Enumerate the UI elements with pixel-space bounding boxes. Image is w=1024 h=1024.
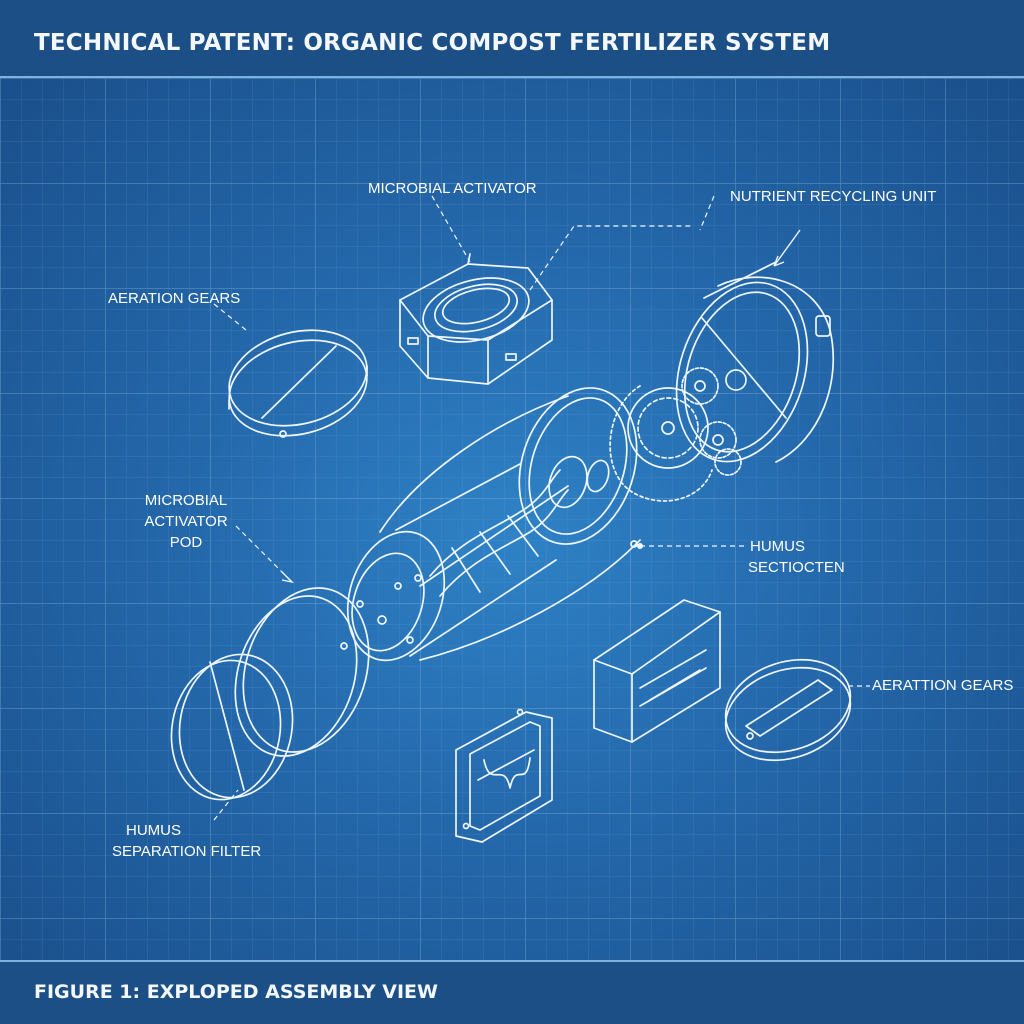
label-aeration-gears-right: AERATTION GEARS [872,677,1014,694]
arrow-nutrient-recycling [773,229,801,267]
leader-activator-to-unit [529,225,694,291]
label-humus-separation-filter: HUMUS SEPARATION FILTER [112,820,261,862]
leader-lines [213,195,870,821]
leader-arrowheads [281,229,801,584]
label-pod-line-2: ACTIVATOR [144,513,228,530]
circuit-board-frame [455,708,553,843]
label-microbial-activator: MICROBIAL ACTIVATOR [368,180,537,197]
leader-aeration-top [213,303,247,331]
label-nutrient-recycling-unit: NUTRIENT RECYCLING UNIT [730,188,937,205]
microbial-activator-block [399,253,553,385]
label-pod-line-1: MICROBIAL [144,492,228,509]
label-filter-line-1: HUMUS [126,822,181,839]
leader-pod [235,525,291,581]
header-bar: TECHNICAL PATENT: ORGANIC COMPOST FERTIL… [0,0,1024,78]
label-pod-line-3: POD [169,534,203,551]
footer-bar: FIGURE 1: EXPLOPED ASSEMBLY VIEW [0,960,1024,1024]
nutrient-recycling-housing [675,261,835,463]
blueprint-drawing: MICROBIAL ACTIVATOR NUTRIENT RECYCLING U… [0,78,1024,960]
grid-major [0,78,1024,960]
leader-nutrient-recycling [699,195,715,231]
main-composting-cylinder [346,387,641,662]
microbial-activator-pod [234,587,370,757]
arrow-pod [281,571,295,584]
label-humus-section-line-2: SECTIOCTEN [748,559,845,576]
leader-humus-filter [213,789,239,821]
page-title: TECHNICAL PATENT: ORGANIC COMPOST FERTIL… [34,30,831,56]
leader-microbial-activator [431,195,471,263]
aeration-gears-disc-top [228,329,368,438]
label-humus-section-line-1: HUMUS [750,538,805,555]
humus-section-tray [593,599,721,743]
humus-separation-filter [170,653,294,801]
label-humus-section: HUMUS SECTIOCTEN [748,536,845,578]
label-filter-line-2: SEPARATION FILTER [112,843,262,860]
label-aeration-gears-top: AERATION GEARS [108,290,241,307]
figure-caption: FIGURE 1: EXPLOPED ASSEMBLY VIEW [34,981,438,1003]
blueprint-svg [0,78,1024,960]
leader-dot-humus [637,543,643,549]
label-microbial-activator-pod: MICROBIAL ACTIVATOR POD [126,490,246,553]
gear-train [609,367,747,502]
